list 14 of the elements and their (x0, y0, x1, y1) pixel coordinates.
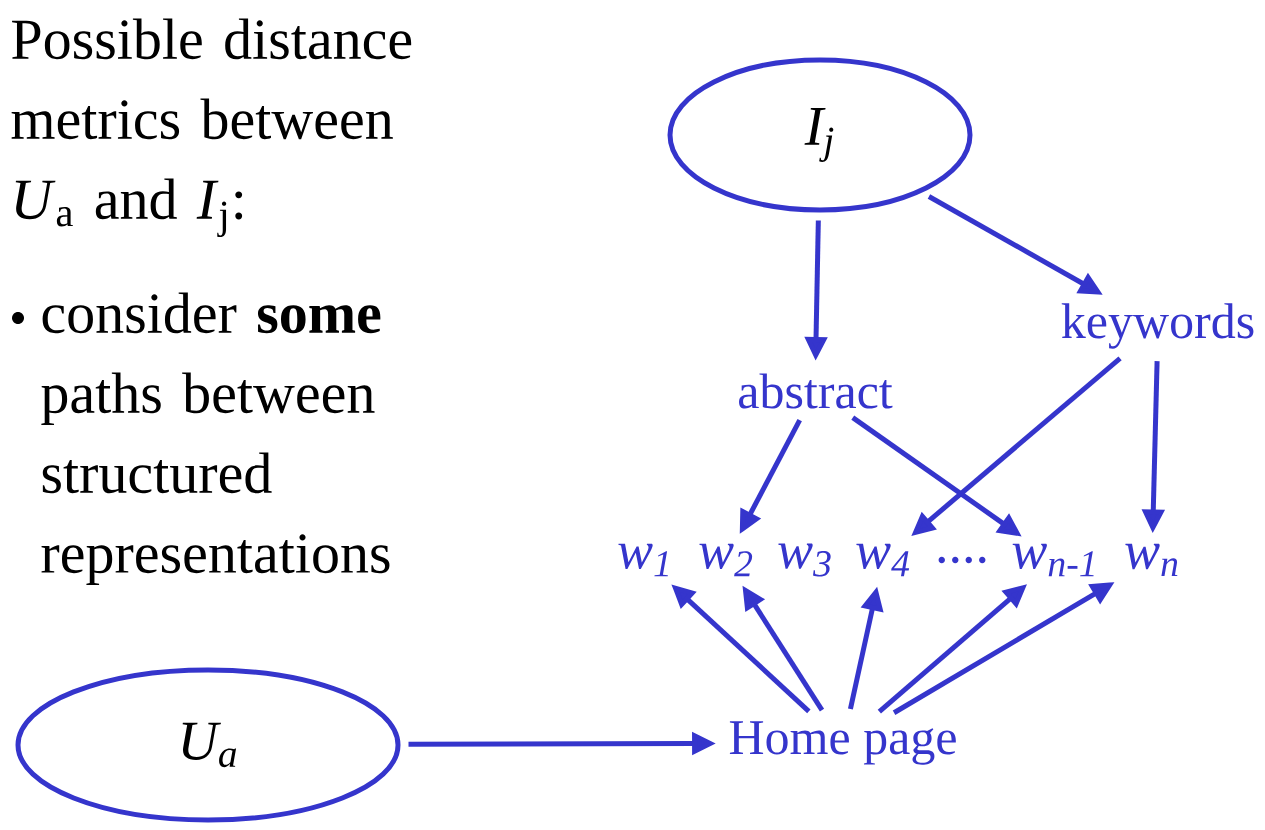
term-label: w$_{2}$ (699, 543, 753, 577)
ellipse-node: I$_{j}$ (667, 57, 973, 213)
term-label: w$_{n-1}$ (1012, 543, 1094, 577)
paragraph: Possible distance metrics between U$_{a}$ and I$_{j}$: (11, 18, 412, 237)
term-label: w$_{1}$ (618, 543, 668, 577)
node-label: keywords (1061, 303, 1254, 349)
node-label: abstract (739, 373, 893, 409)
ellipsis: .... (938, 556, 986, 564)
term-label: w$_{n}$ (1125, 543, 1178, 577)
term-label: w$_{4}$ (856, 543, 910, 577)
node-label: Home page (729, 721, 956, 765)
term-label: w$_{3}$ (778, 543, 831, 577)
bullet-text: consider some paths between structured representations (41, 292, 390, 585)
ellipse-node: U$_{a}$ (15, 667, 401, 823)
